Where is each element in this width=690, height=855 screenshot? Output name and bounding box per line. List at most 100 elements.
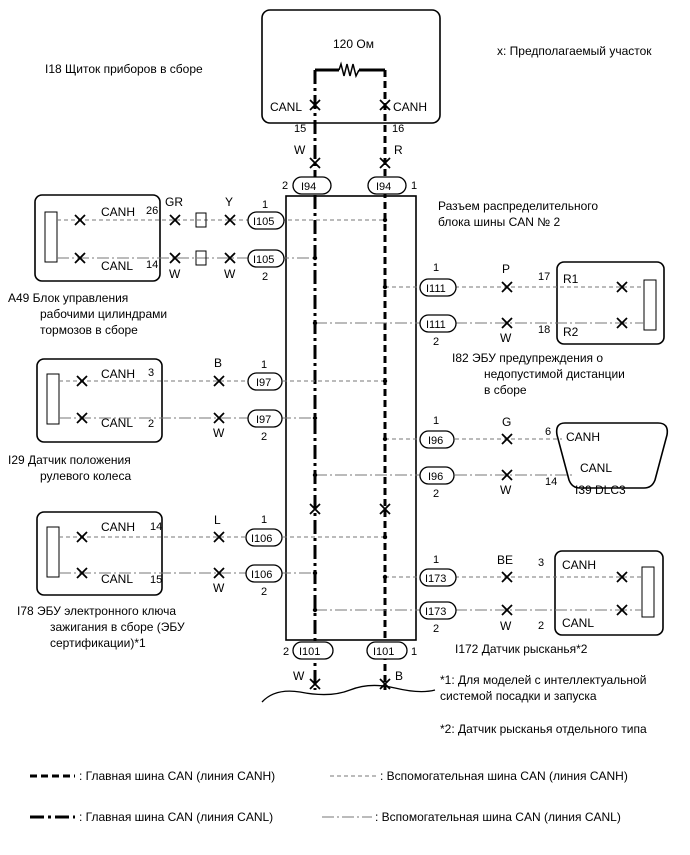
i172-box <box>554 550 664 636</box>
i18-instrument-panel-box <box>261 9 441 124</box>
resistor-label: 120 Ом <box>333 37 374 51</box>
i29-title-2: рулевого колеса <box>40 469 131 483</box>
i29-conn-1 <box>247 372 283 391</box>
i39-pin-h: 6 <box>545 426 551 438</box>
i78-box <box>36 511 163 596</box>
i78-connector-block <box>46 526 60 578</box>
i78-pin-l: 15 <box>150 574 162 586</box>
junction-dot <box>382 378 388 384</box>
junction-dot <box>382 284 388 290</box>
i172-conn-2 <box>419 601 457 620</box>
i101-label-left: I101 <box>299 646 320 658</box>
junction-title-2: блока шины CAN № 2 <box>438 215 560 229</box>
i82-connector-block <box>643 279 657 331</box>
i82-conn-2 <box>419 314 457 333</box>
a49-connector-block <box>44 211 58 263</box>
i78-conn-1-label: I106 <box>251 533 272 545</box>
i78-conn-2-label: I106 <box>251 569 272 581</box>
i172-pin-l: 2 <box>538 620 544 632</box>
i18-canl-label: CANL <box>270 100 302 114</box>
i29-conn-pin-2: 2 <box>261 431 267 443</box>
i39-wire-h: G <box>502 415 511 429</box>
a49-splice-l <box>195 250 207 266</box>
legend-main-canl: : Главная шина CAN (линия CANL) <box>79 810 273 824</box>
a49-wire-l1: W <box>169 267 181 281</box>
a49-canh-label: CANH <box>101 205 135 219</box>
i29-wire-h: B <box>214 356 222 370</box>
i82-title-3: в сборе <box>484 383 527 397</box>
i82-pin-1: 17 <box>538 271 550 283</box>
i94-label-left: I94 <box>301 181 316 193</box>
i78-canh-label: CANH <box>101 520 135 534</box>
suspect-mark <box>501 281 513 293</box>
i29-conn-pin-1: 1 <box>261 359 267 371</box>
i94-pin-right: 1 <box>411 180 417 192</box>
i82-box <box>556 261 665 345</box>
i172-conn-pin-1: 1 <box>433 554 439 566</box>
i29-box <box>36 358 163 443</box>
i78-title-3: сертификации)*1 <box>50 636 146 650</box>
i82-wire-1: P <box>502 262 510 276</box>
a49-wire-h2: Y <box>225 195 233 209</box>
i29-title-1: I29 Датчик положения <box>8 453 131 467</box>
i29-conn-2 <box>247 409 283 428</box>
i39-conn-2 <box>419 466 455 485</box>
a49-canl-label: CANL <box>101 259 133 273</box>
suspect-mark <box>76 531 88 543</box>
i82-conn-pin-2: 2 <box>433 336 439 348</box>
i101-wire-h: B <box>395 669 403 683</box>
i39-conn-1-label: I96 <box>428 435 443 447</box>
suspect-mark <box>501 433 513 445</box>
i94-connector-left: I94 <box>292 176 332 195</box>
i82-conn-1 <box>419 278 457 297</box>
junction-dot <box>382 436 388 442</box>
i94-pin-left: 2 <box>282 180 288 192</box>
i172-canh-label: CANH <box>562 558 596 572</box>
i39-canh-label: CANH <box>566 430 600 444</box>
legend-sub-canl: : Вспомогательная шина CAN (линия CANL) <box>375 810 621 824</box>
i18-title: I18 Щиток приборов в сборе <box>45 62 203 76</box>
i18-wire-l: W <box>294 143 306 157</box>
a49-splice-h <box>195 212 207 228</box>
i78-title-1: I78 ЭБУ электронного ключа <box>17 604 176 618</box>
i78-canl-label: CANL <box>101 572 133 586</box>
terminating-resistor <box>315 61 385 79</box>
a49-conn-pin-h: 1 <box>262 199 268 211</box>
i172-canl-label: CANL <box>562 616 594 630</box>
suspect-mark <box>74 214 86 226</box>
i101-connector-left: I101 <box>292 641 334 660</box>
a49-wire-l2: W <box>224 267 236 281</box>
a49-pin-l: 14 <box>146 259 158 271</box>
a49-wire-h1: GR <box>165 195 183 209</box>
i172-wire-l: W <box>500 619 512 633</box>
i82-conn-2-label: I111 <box>426 319 446 331</box>
i172-conn-1 <box>419 568 457 587</box>
i18-canh-label: CANH <box>393 100 427 114</box>
i29-pin-h: 3 <box>148 367 154 379</box>
suspect-mark <box>309 157 321 169</box>
i39-title: I39 DLC3 <box>575 483 626 497</box>
i78-conn-1 <box>245 528 283 547</box>
i78-wire-h: L <box>214 513 221 527</box>
i39-dlc3-connector <box>555 422 669 489</box>
a49-conn-h-label: I105 <box>253 216 274 228</box>
i18-wire-h: R <box>394 143 403 157</box>
junction-dot <box>382 574 388 580</box>
i82-r2-label: R2 <box>563 325 579 339</box>
i101-connector-right: I101 <box>366 641 408 660</box>
i101-pin-right: 1 <box>411 646 417 658</box>
i94-connector-right: I94 <box>367 176 407 195</box>
i172-conn-1-label: I173 <box>425 573 446 585</box>
junction-dot <box>312 607 318 613</box>
i39-conn-pin-1: 1 <box>433 415 439 427</box>
a49-title-1: A49 Блок управления <box>8 291 128 305</box>
legend-main-canh: : Главная шина CAN (линия CANH) <box>79 769 275 783</box>
suspected-area-note: x: Предполагаемый участок <box>497 44 652 58</box>
i82-title-1: I82 ЭБУ предупреждения о <box>452 351 603 365</box>
junction-dot <box>382 217 388 223</box>
i82-conn-pin-1: 1 <box>433 262 439 274</box>
i39-conn-pin-2: 2 <box>433 488 439 500</box>
wire-continuation-break <box>261 684 436 703</box>
a49-title-2: рабочими цилиндрами <box>40 307 167 321</box>
